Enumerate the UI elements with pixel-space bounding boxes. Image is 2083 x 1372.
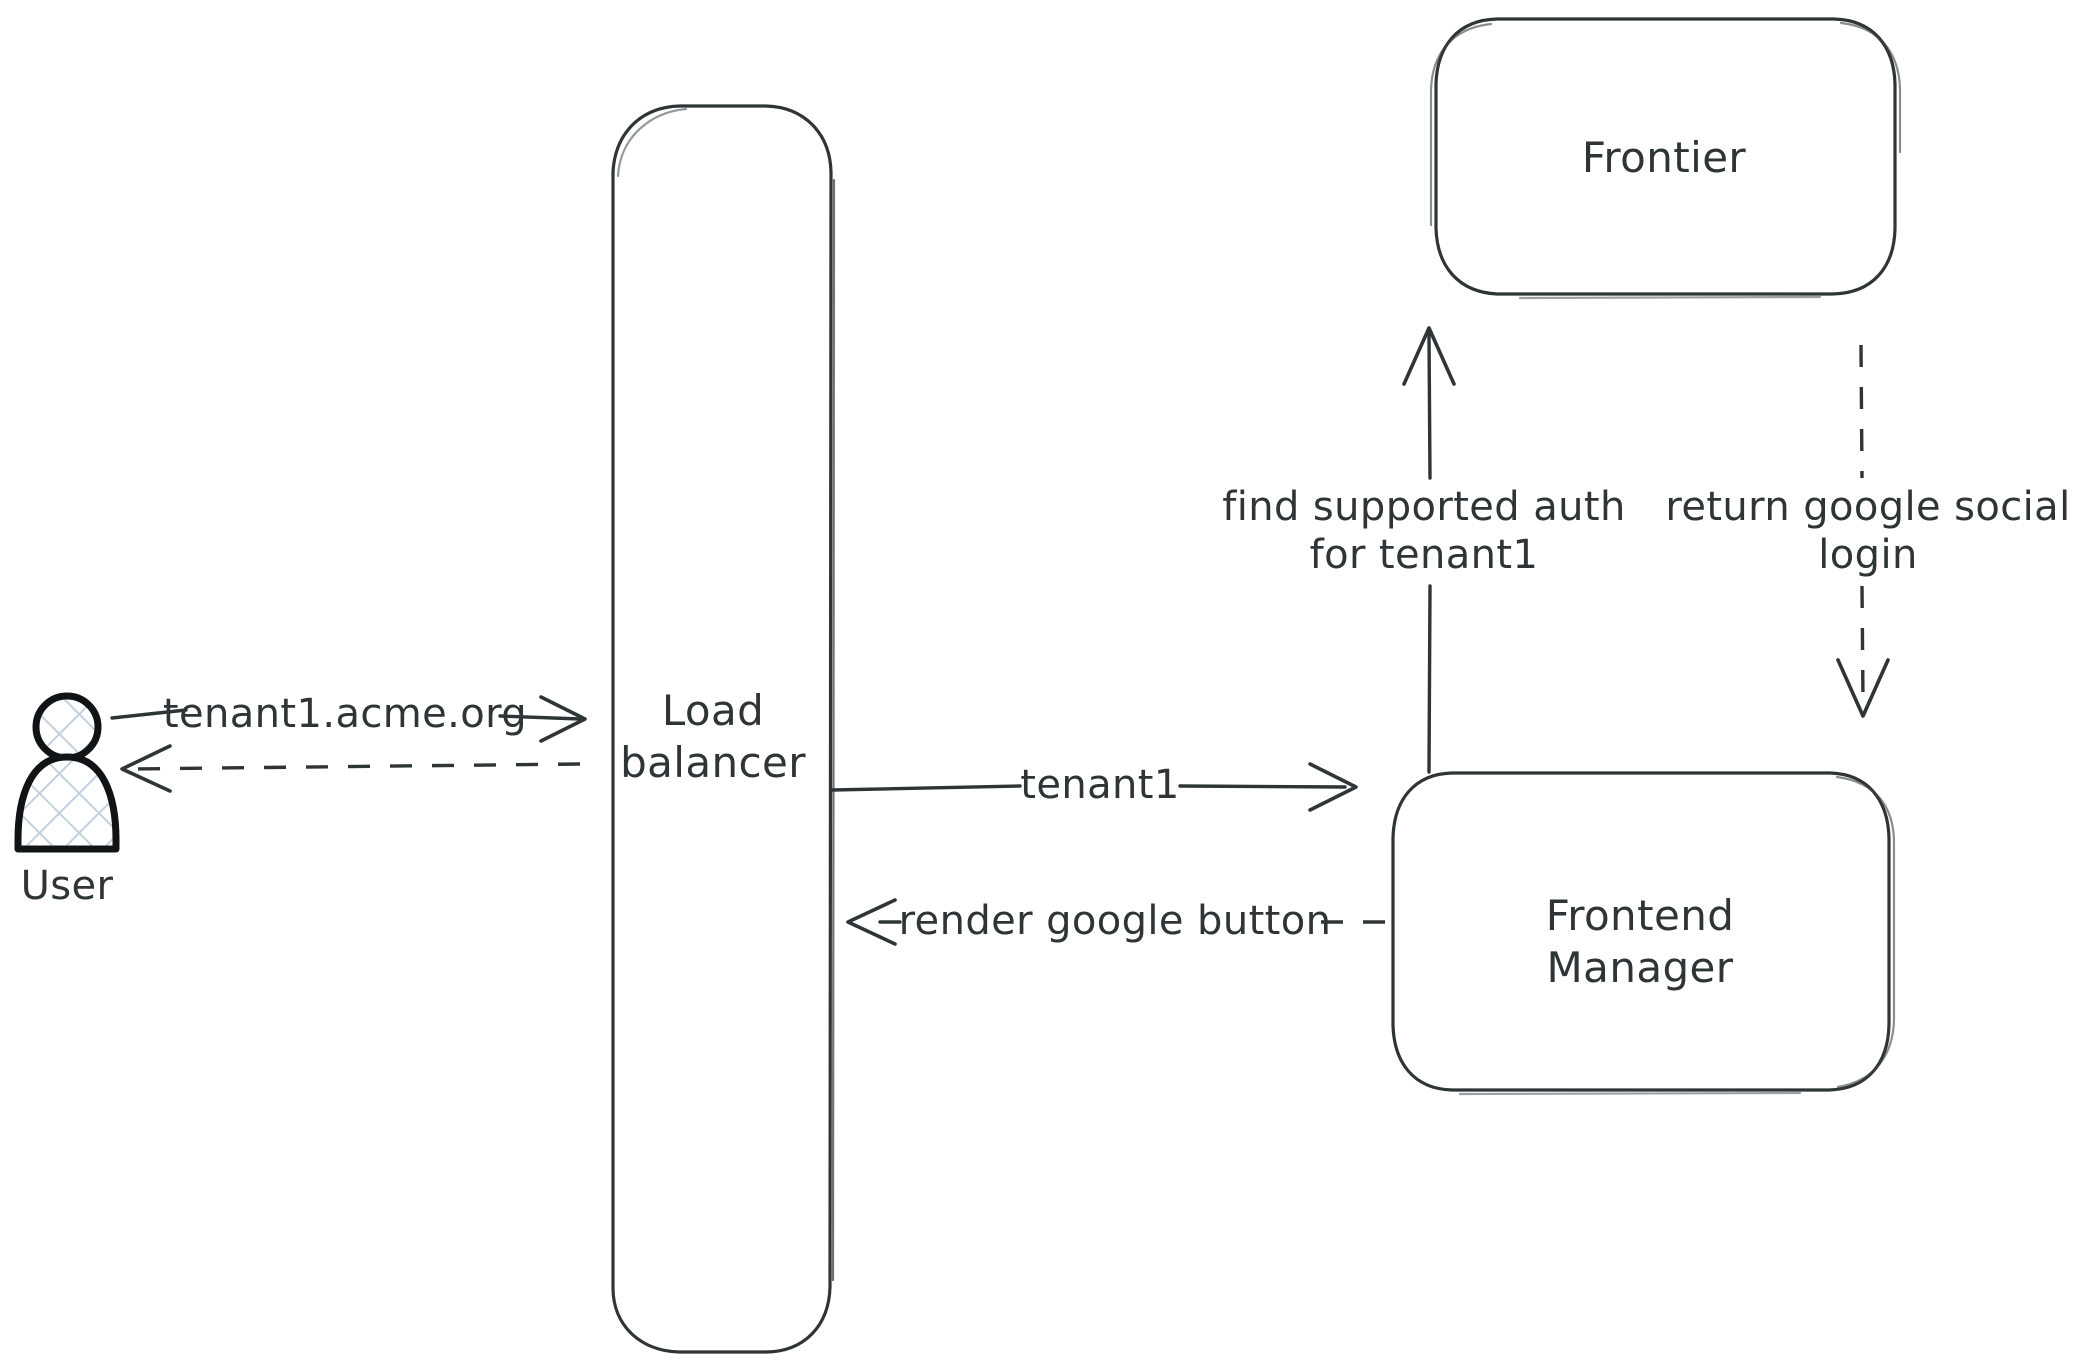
frontier-label-group: Frontier bbox=[1582, 133, 1747, 182]
edge-frontier-to-fm-line-upper bbox=[1859, 344, 1864, 479]
edge-frontier-to-fm-arrowhead bbox=[1836, 658, 1890, 718]
frontier-sketch-overlay-3 bbox=[1518, 295, 1822, 300]
frontier-label: Frontier bbox=[1582, 133, 1747, 182]
load-balancer-label-line2: balancer bbox=[620, 738, 806, 787]
edge-user-to-lb-line-right bbox=[498, 714, 582, 721]
edge-lb-to-fm-arrowhead bbox=[1308, 762, 1358, 812]
node-load-balancer[interactable] bbox=[611, 104, 836, 1354]
edge-load-balancer-to-user[interactable] bbox=[120, 744, 581, 793]
user-label: User bbox=[21, 863, 114, 909]
user-body-icon bbox=[14, 753, 120, 853]
edge-frontier-to-fm-line-lower bbox=[1860, 585, 1865, 701]
edge-fm-to-frontier-label-line2: for tenant1 bbox=[1310, 532, 1539, 578]
load-balancer-label-line1: Load bbox=[662, 686, 764, 735]
edge-frontier-to-frontend-manager[interactable]: return google social login bbox=[1665, 344, 2070, 718]
edge-fm-to-frontier-line-lower bbox=[1427, 584, 1432, 774]
frontend-manager-sketch-overlay bbox=[1835, 775, 1896, 1089]
edge-fm-to-frontier-line-upper bbox=[1427, 332, 1432, 480]
edge-frontier-to-fm-label-line1: return google social bbox=[1665, 484, 2070, 530]
edge-fm-to-frontier-arrowhead bbox=[1402, 326, 1456, 386]
node-frontier[interactable] bbox=[1429, 17, 1902, 300]
edge-lb-to-fm-line-right bbox=[1178, 784, 1347, 789]
frontier-sketch-overlay bbox=[1429, 22, 1493, 227]
edge-user-to-lb-line-left bbox=[110, 708, 188, 720]
edge-user-to-lb-arrowhead bbox=[539, 695, 587, 743]
edge-lb-to-user-line bbox=[127, 762, 581, 771]
user-head-icon bbox=[32, 692, 102, 762]
edge-fm-to-frontier-label-line1: find supported auth bbox=[1222, 484, 1625, 530]
frontend-manager-label-group: Frontend Manager bbox=[1546, 891, 1735, 992]
actor-user[interactable]: User bbox=[14, 692, 120, 909]
node-frontend-manager[interactable] bbox=[1391, 771, 1896, 1096]
frontend-manager-shape bbox=[1391, 771, 1891, 1092]
load-balancer-label-group: Load balancer bbox=[620, 686, 806, 787]
frontier-sketch-overlay-2 bbox=[1839, 21, 1902, 154]
edge-user-to-lb-label: tenant1.acme.org bbox=[163, 691, 527, 737]
load-balancer-sketch-overlay bbox=[831, 178, 836, 1282]
edge-user-to-load-balancer[interactable]: tenant1.acme.org bbox=[110, 691, 587, 743]
frontier-shape bbox=[1434, 17, 1897, 296]
edge-frontend-manager-to-load-balancer[interactable]: render google button bbox=[846, 898, 1385, 946]
load-balancer-shape bbox=[611, 104, 833, 1354]
edge-frontend-manager-to-frontier[interactable]: find supported auth for tenant1 bbox=[1222, 326, 1625, 774]
edge-fm-to-lb-label: render google button bbox=[899, 898, 1332, 944]
edge-load-balancer-to-frontend-manager[interactable]: tenant1 bbox=[830, 762, 1358, 812]
edge-fm-to-lb-arrowhead bbox=[846, 898, 897, 946]
edge-lb-to-fm-label: tenant1 bbox=[1020, 762, 1179, 808]
frontend-manager-label-line2: Manager bbox=[1547, 943, 1734, 992]
edge-lb-to-fm-line-left bbox=[830, 784, 1022, 792]
frontend-manager-sketch-overlay-2 bbox=[1458, 1091, 1802, 1096]
load-balancer-sketch-overlay-2 bbox=[616, 107, 688, 178]
edge-frontier-to-fm-label-line2: login bbox=[1818, 532, 1917, 578]
frontend-manager-label-line1: Frontend bbox=[1546, 891, 1735, 940]
edge-lb-to-user-arrowhead bbox=[120, 744, 172, 793]
